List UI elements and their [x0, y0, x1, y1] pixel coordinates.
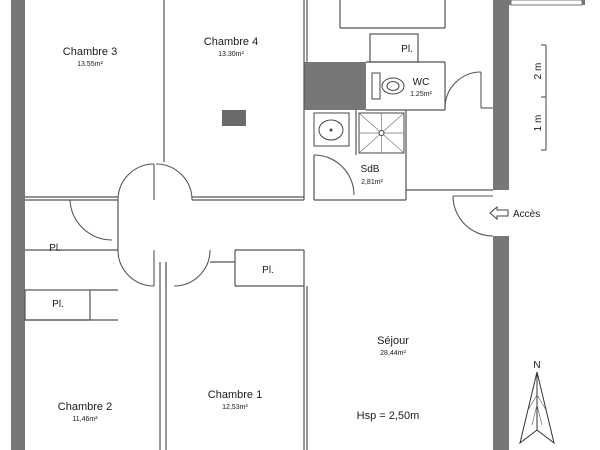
scale-label-1m: 1 m — [533, 115, 544, 132]
room-name-chambre-4: Chambre 4 — [204, 36, 258, 48]
chimney-block — [222, 110, 246, 126]
toilet-icon — [371, 72, 405, 100]
placard-label: Pl. — [52, 299, 64, 310]
partitions — [24, 0, 493, 450]
entrance-label: Accès — [513, 209, 540, 220]
exterior-wall-left — [11, 0, 25, 450]
scale-label-2m: 2 m — [533, 63, 544, 80]
north-arrow-icon — [519, 371, 555, 445]
room-name-wc: WC — [413, 77, 430, 88]
room-name-chambre-2: Chambre 2 — [58, 401, 112, 413]
entrance-arrow-icon — [489, 205, 509, 221]
room-name-chambre-1: Chambre 1 — [208, 389, 262, 401]
room-area-chambre-3: 13.55m² — [77, 61, 103, 68]
room-area-chambre-1: 12,53m² — [222, 404, 248, 411]
room-area-chambre-4: 13.30m² — [218, 51, 244, 58]
room-area-chambre-2: 11,46m² — [72, 416, 98, 423]
ceiling-height-label: Hsp = 2,50m — [357, 410, 420, 422]
room-area-sdb: 2,81m² — [361, 179, 383, 186]
door-swings — [69, 71, 494, 287]
window-top-right — [510, 0, 583, 6]
room-name-chambre-3: Chambre 3 — [63, 46, 117, 58]
placard-label: Pl. — [262, 265, 274, 276]
placard-label: Pl. — [49, 243, 61, 254]
room-name-sejour: Séjour — [377, 335, 409, 347]
north-label: N — [533, 360, 540, 371]
placard-label: Pl. — [401, 44, 413, 55]
utility-shaft — [304, 62, 366, 110]
shower-icon — [358, 112, 405, 154]
room-name-sdb: SdB — [361, 164, 380, 175]
room-area-sejour: 28,44m² — [380, 350, 406, 357]
scale-bar — [541, 44, 547, 151]
room-area-wc: 1.25m² — [410, 91, 432, 98]
washbasin-icon — [313, 112, 350, 147]
